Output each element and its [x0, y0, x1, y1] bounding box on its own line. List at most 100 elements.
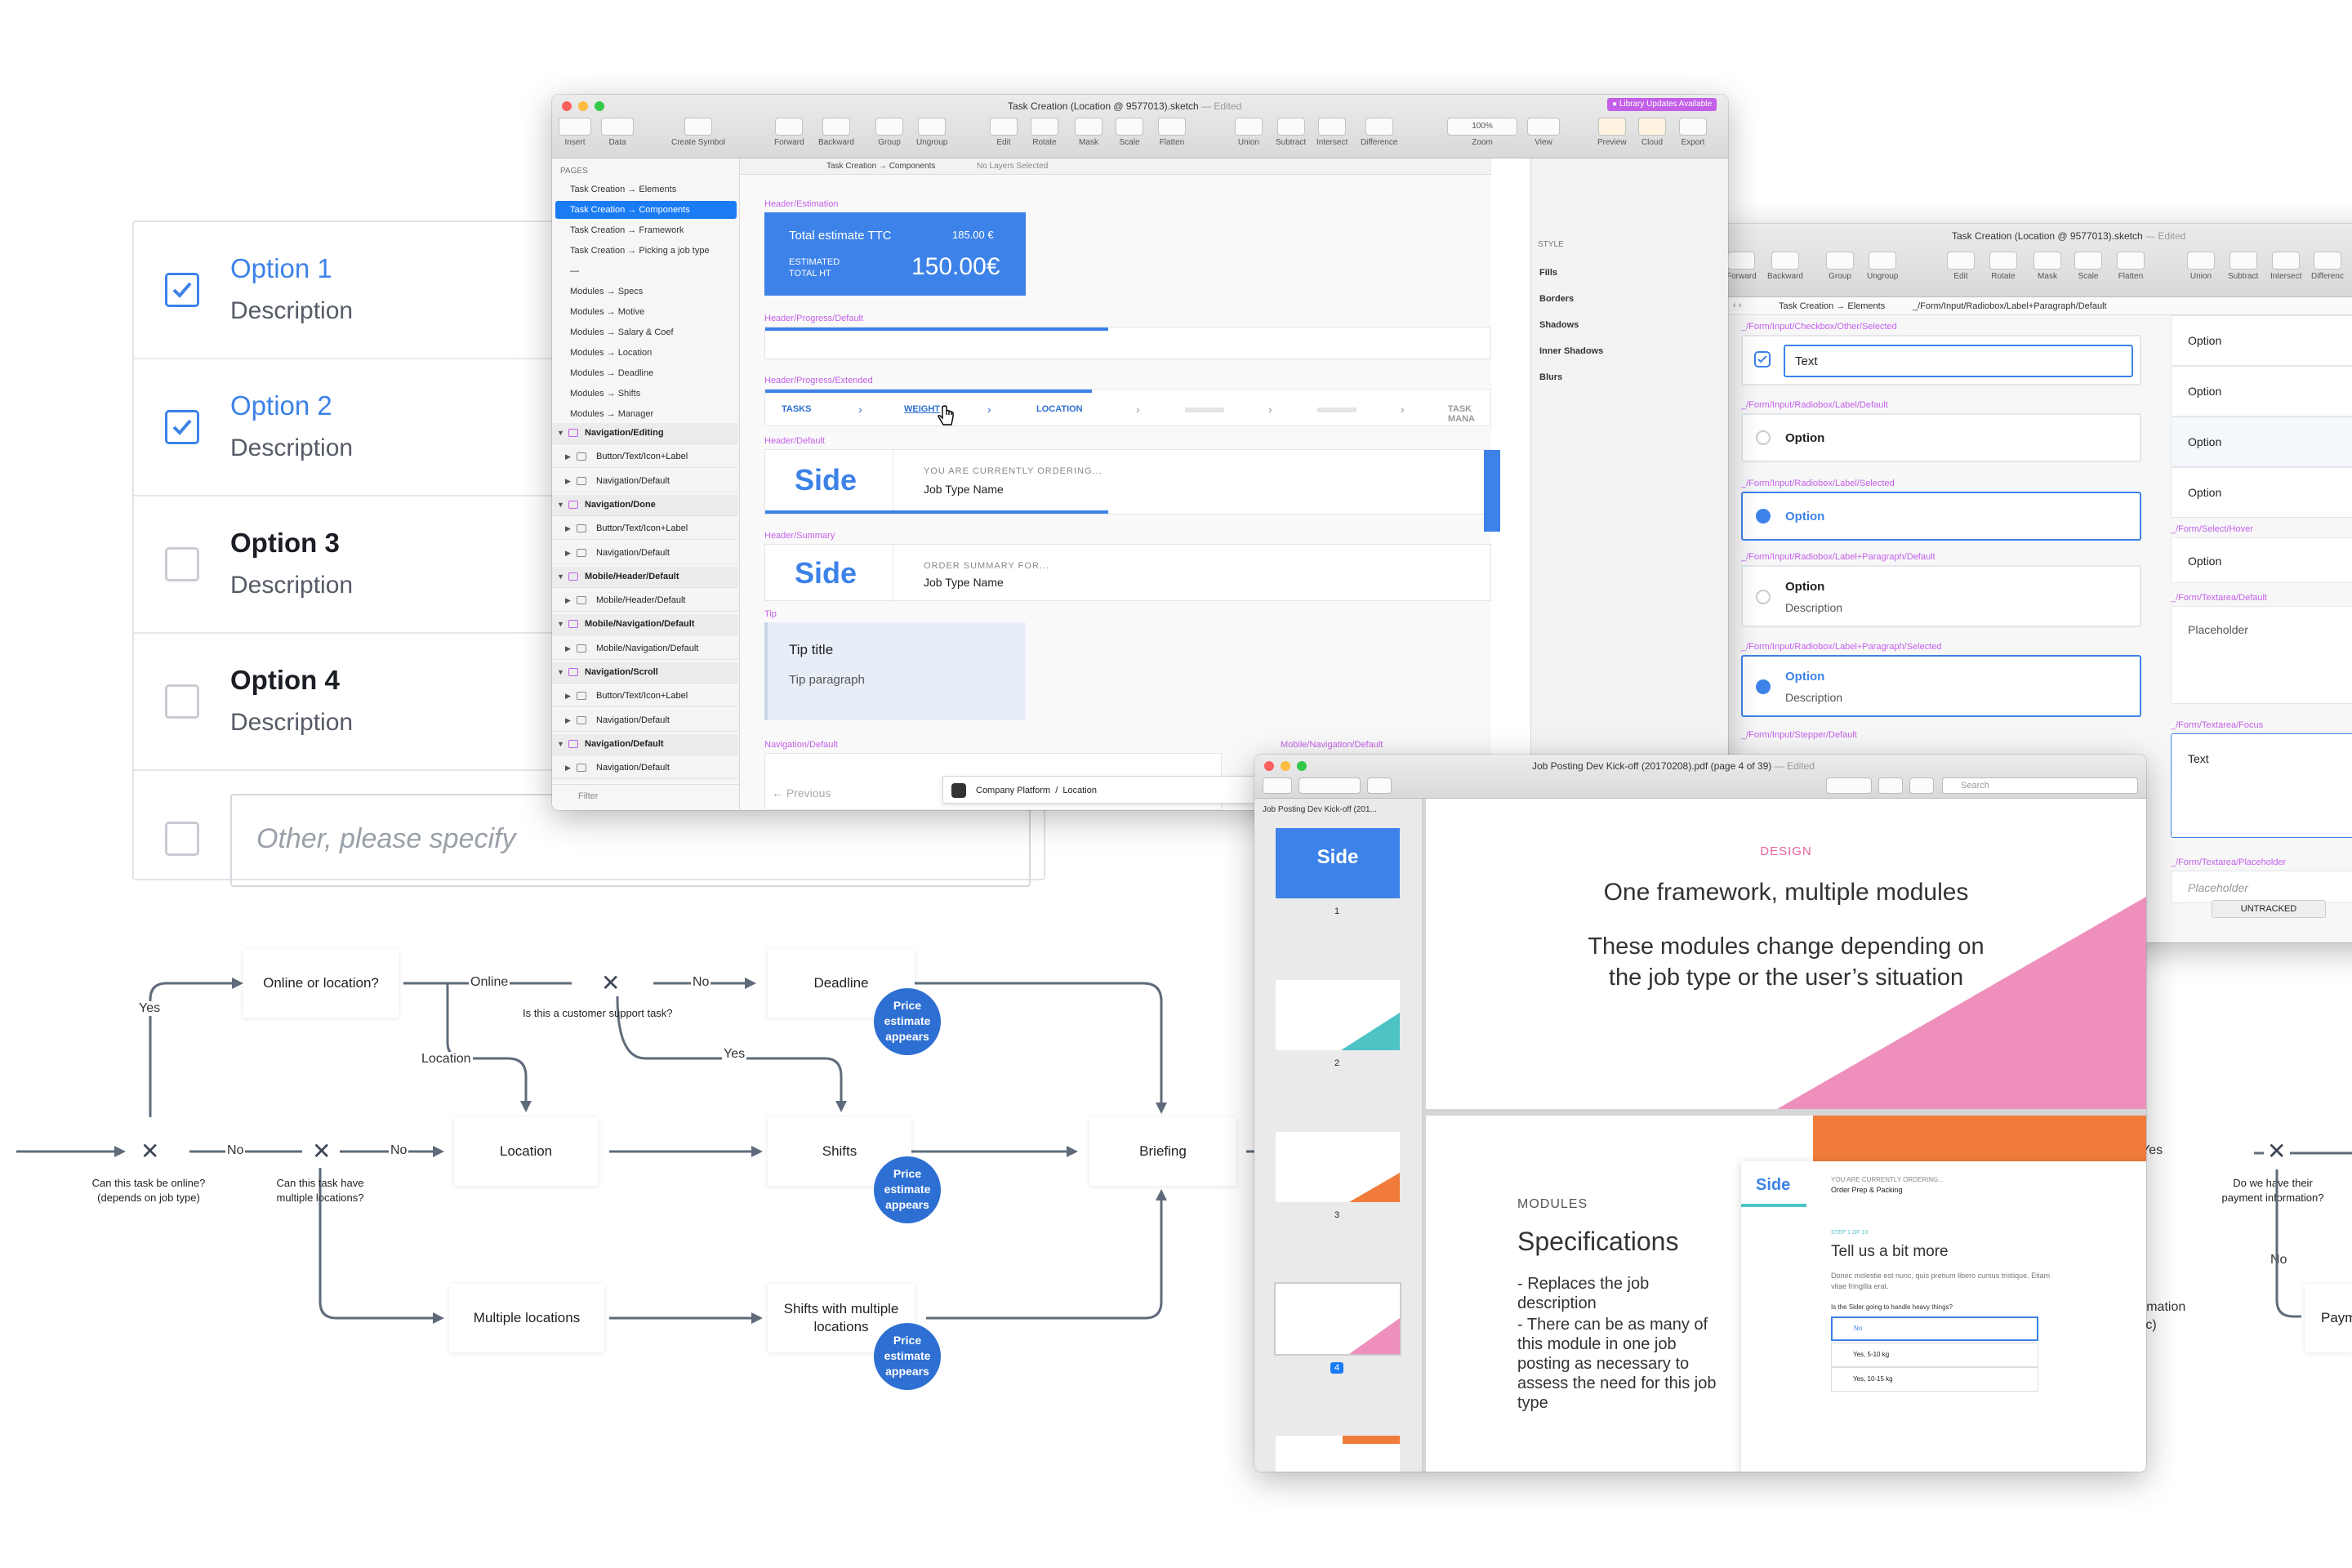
radio-paragraph-default[interactable]: Option Description [1741, 565, 2141, 627]
layer-item[interactable]: ▶Navigation/Default [552, 470, 738, 492]
annotate-icon[interactable] [1909, 777, 1934, 794]
disclosure-closed-icon[interactable]: ▶ [565, 596, 571, 605]
page-item[interactable]: Modules → Manager [570, 409, 654, 419]
radio-button[interactable] [1756, 590, 1771, 604]
zoom-button[interactable] [595, 101, 604, 111]
layer-group[interactable]: ▼Navigation/Scroll [552, 662, 738, 684]
thumb-5[interactable] [1276, 1436, 1400, 1472]
layer-group[interactable]: ▼Mobile/Header/Default [552, 566, 738, 588]
disclosure-open-icon[interactable]: ▼ [557, 429, 564, 437]
radio-button[interactable] [1756, 430, 1771, 445]
checkbox-checked[interactable] [1754, 351, 1771, 368]
checkbox-unchecked[interactable] [165, 684, 199, 719]
layer-item[interactable]: ▶Navigation/Default [552, 542, 738, 564]
page-item[interactable]: Modules → Deadline [570, 368, 654, 378]
layer-group[interactable]: ▼Mobile/Navigation/Default [552, 614, 738, 636]
library-updates-badge[interactable]: ● Library Updates Available [1607, 98, 1717, 111]
minimize-button[interactable] [1281, 761, 1290, 771]
previous-link[interactable]: ← Previous [772, 786, 831, 800]
disclosure-closed-icon[interactable]: ▶ [565, 715, 571, 724]
layer-item[interactable]: ▶Navigation/Default [552, 710, 738, 732]
disclosure-closed-icon[interactable]: ▶ [565, 524, 571, 533]
layer-item[interactable]: ▶Mobile/Navigation/Default [552, 638, 738, 660]
layer-group[interactable]: ▼Navigation/Editing [552, 423, 738, 444]
page-item[interactable]: Task Creation → Picking a job type [570, 246, 710, 256]
textarea-placeholder[interactable]: Placeholder [2171, 871, 2352, 903]
page-item[interactable]: Modules → Shifts [570, 389, 641, 399]
radio-button-selected[interactable] [1756, 679, 1771, 694]
layer-icon [577, 596, 586, 605]
disclosure-open-icon[interactable]: ▼ [557, 572, 564, 581]
checkbox-other-component[interactable]: Text [1741, 335, 2141, 385]
back-chevron-icon[interactable]: ‹ › [1733, 301, 1742, 310]
page-item[interactable]: Task Creation → Elements [570, 185, 677, 194]
text-input[interactable]: Text [1784, 345, 2133, 377]
checkbox-unchecked[interactable] [165, 547, 199, 581]
edge-label: Online [469, 975, 510, 990]
layer-item[interactable]: ▶Button/Text/Icon+Label [552, 686, 738, 708]
select-option[interactable]: Option [2171, 366, 2352, 416]
page-item[interactable]: Modules → Location [570, 348, 653, 358]
select-hover[interactable]: Option [2171, 537, 2352, 583]
minimize-button[interactable] [578, 101, 588, 111]
zoom-buttons[interactable] [1298, 777, 1361, 794]
sketch-canvas[interactable]: Task Creation → Components No Layers Sel… [740, 158, 1500, 810]
share-icon[interactable] [1367, 777, 1392, 794]
disclosure-open-icon[interactable]: ▼ [557, 620, 564, 629]
disclosure-open-icon[interactable]: ▼ [557, 739, 564, 748]
pdf-preview-window[interactable]: Job Posting Dev Kick-off (20170208).pdf … [1254, 755, 2146, 1472]
radio-default[interactable]: Option [1741, 413, 2141, 462]
select-option[interactable]: Option [2171, 467, 2352, 518]
layer-item[interactable]: ▶Navigation/Default [552, 758, 738, 780]
thumb-1[interactable]: Side [1276, 828, 1400, 898]
disclosure-closed-icon[interactable]: ▶ [565, 692, 571, 701]
elements-canvas: _/Form/Input/Checkbox/Other/Selected Tex… [1722, 315, 2352, 942]
close-button[interactable] [562, 101, 572, 111]
option-title: Option 3 [230, 528, 340, 558]
disclosure-open-icon[interactable]: ▼ [557, 500, 564, 509]
layer-group[interactable]: ▼Navigation/Default [552, 733, 738, 755]
sketch-main-window[interactable]: Task Creation (Location @ 9577013).sketc… [552, 95, 1728, 810]
checkbox-checked[interactable] [165, 273, 199, 307]
pdf-thumbnails-sidebar: Job Posting Dev Kick-off (201... Side 1 … [1254, 799, 1423, 1472]
disclosure-closed-icon[interactable]: ▶ [565, 644, 571, 653]
markup-icon[interactable] [1826, 777, 1872, 794]
price-badge: Price estimate appears [874, 1156, 941, 1223]
disclosure-open-icon[interactable]: ▼ [557, 668, 564, 676]
thumb-3[interactable] [1276, 1132, 1400, 1202]
disclosure-closed-icon[interactable]: ▶ [565, 452, 571, 461]
page-item-selected-bg[interactable] [555, 201, 737, 219]
disclosure-closed-icon[interactable]: ▶ [565, 548, 571, 557]
disclosure-closed-icon[interactable]: ▶ [565, 476, 571, 485]
checkbox-unchecked[interactable] [165, 822, 199, 856]
select-option[interactable]: Option [2171, 315, 2352, 366]
sketch-elements-window[interactable]: Task Creation (Location @ 9577013).sketc… [1722, 224, 2352, 942]
filter-field[interactable]: Filter [552, 784, 740, 810]
layer-group[interactable]: ▼Navigation/Done [552, 494, 738, 516]
radio-button-selected[interactable] [1756, 509, 1771, 523]
option-row-3[interactable]: Option 3 Description [134, 497, 1044, 634]
checkbox-checked[interactable] [165, 410, 199, 444]
textarea-focus[interactable]: Text [2171, 733, 2352, 838]
textarea-default[interactable]: Placeholder [2171, 606, 2352, 704]
layer-item[interactable]: ▶Button/Text/Icon+Label [552, 447, 738, 469]
layer-item[interactable]: ▶Button/Text/Icon+Label [552, 519, 738, 541]
symbol-icon [568, 739, 578, 748]
close-button[interactable] [1264, 761, 1274, 771]
thumb-4-selected[interactable] [1274, 1282, 1401, 1356]
layer-item[interactable]: ▶Mobile/Header/Default [552, 590, 738, 612]
page-item[interactable]: Modules → Motive [570, 307, 645, 317]
page-item[interactable]: Modules → Specs [570, 287, 644, 296]
page-item[interactable]: Modules → Salary & Coef [570, 327, 674, 337]
radio-selected[interactable]: Option [1741, 492, 2141, 541]
select-option-hover[interactable]: Option [2171, 416, 2352, 467]
rotate-icon[interactable] [1878, 777, 1903, 794]
disclosure-closed-icon[interactable]: ▶ [565, 764, 571, 773]
page-item-selected[interactable]: Task Creation → Components [570, 205, 690, 215]
sidebar-toggle-icon[interactable] [1263, 777, 1292, 794]
zoom-button[interactable] [1297, 761, 1307, 771]
search-input[interactable]: Search [1942, 777, 2138, 794]
page-item[interactable]: Task Creation → Framework [570, 225, 684, 235]
thumb-2[interactable] [1276, 980, 1400, 1050]
radio-paragraph-selected[interactable]: Option Description [1741, 655, 2141, 717]
